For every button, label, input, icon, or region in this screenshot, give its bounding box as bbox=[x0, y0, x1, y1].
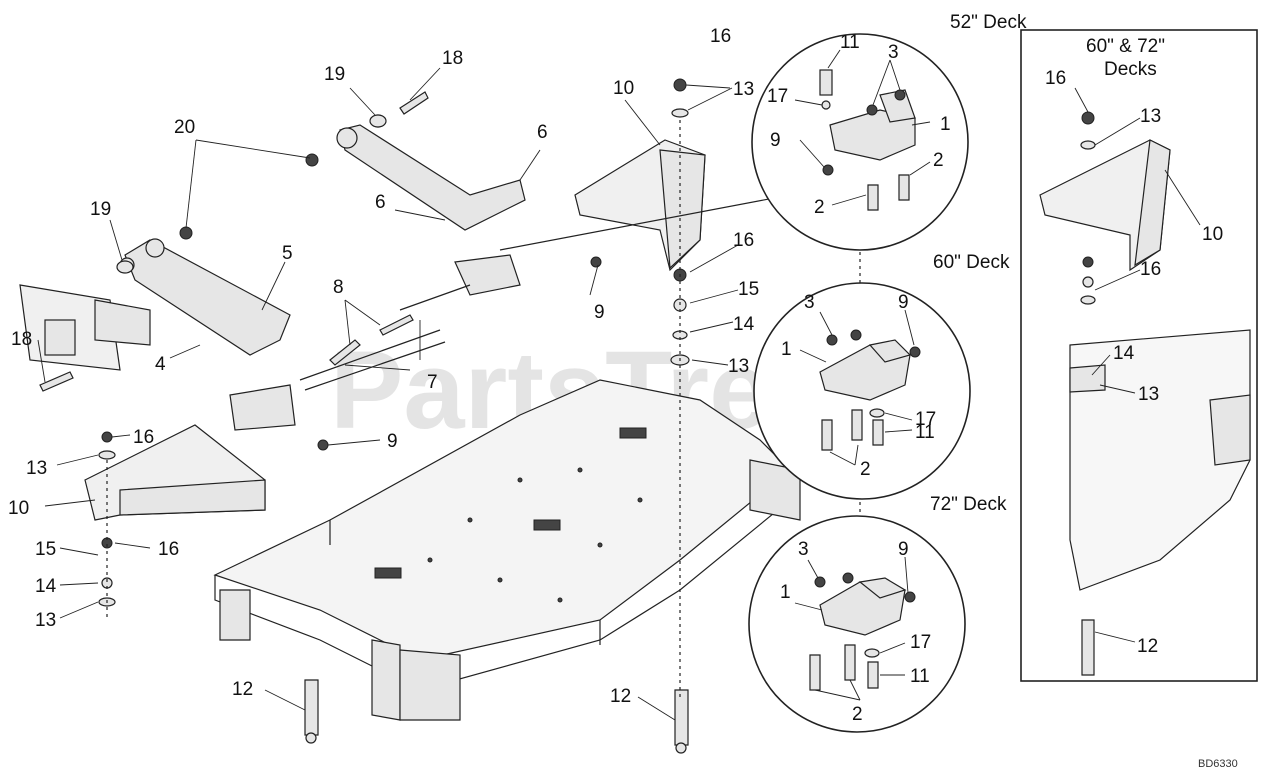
callout-panel-16-top: 16 bbox=[1045, 68, 1066, 89]
inset-60-deck bbox=[753, 282, 971, 500]
callout-52-9: 9 bbox=[770, 130, 781, 151]
callout-60-9: 9 bbox=[898, 292, 909, 313]
callout-16-left: 16 bbox=[133, 427, 154, 448]
callout-9-left: 9 bbox=[387, 431, 398, 452]
callout-52-11: 11 bbox=[840, 32, 860, 53]
callout-14-left: 14 bbox=[35, 576, 57, 597]
callout-72-17: 17 bbox=[910, 632, 931, 653]
callout-60-3: 3 bbox=[804, 292, 815, 313]
callout-52-2-left: 2 bbox=[814, 197, 825, 218]
callout-panel-16-mid: 16 bbox=[1140, 259, 1161, 280]
callout-7: 7 bbox=[427, 372, 438, 393]
deck-60-size-label: 60" Deck bbox=[933, 252, 1010, 273]
deflector-shield-center bbox=[574, 139, 706, 272]
callout-4: 4 bbox=[155, 354, 166, 375]
callout-52-2-right: 2 bbox=[933, 150, 944, 171]
callout-18-lower: 18 bbox=[11, 329, 32, 350]
callout-16-left-lower: 16 bbox=[158, 539, 179, 560]
callout-labels: 20 19 18 19 18 5 4 6 6 8 7 9 9 10 16 13 … bbox=[8, 26, 759, 707]
inset-labels: 52" Deck 60" Deck 72" Deck 11 3 17 1 9 2… bbox=[767, 12, 1223, 725]
callout-13-top: 13 bbox=[733, 79, 754, 100]
callout-60-2: 2 bbox=[860, 459, 871, 480]
callout-60-11: 11 bbox=[915, 422, 935, 443]
callout-panel-13-top: 13 bbox=[1140, 106, 1161, 127]
callout-72-2: 2 bbox=[852, 704, 863, 725]
lift-arm-lower bbox=[119, 238, 291, 356]
callout-19-upper: 19 bbox=[324, 64, 345, 85]
callout-72-9: 9 bbox=[898, 539, 909, 560]
callout-72-11: 11 bbox=[910, 666, 930, 687]
inset-72-deck bbox=[748, 515, 966, 733]
callout-14-center: 14 bbox=[733, 314, 755, 335]
decks-60-72-label-line1: 60" & 72" bbox=[1086, 36, 1165, 57]
callout-5: 5 bbox=[282, 243, 293, 264]
callout-panel-10: 10 bbox=[1202, 224, 1223, 245]
callout-13-center: 13 bbox=[728, 356, 749, 377]
deck-72-size-label: 72" Deck bbox=[930, 494, 1007, 515]
callout-18-upper: 18 bbox=[442, 48, 463, 69]
callout-9-center: 9 bbox=[594, 302, 605, 323]
inset-52-deck bbox=[751, 33, 969, 251]
mower-deck bbox=[213, 379, 801, 721]
callout-panel-13-mid: 13 bbox=[1138, 384, 1159, 405]
frame-bracket bbox=[19, 284, 151, 371]
callout-52-3: 3 bbox=[888, 42, 899, 63]
callout-13-left-lower: 13 bbox=[35, 610, 56, 631]
callout-60-17: 17 bbox=[915, 409, 936, 430]
decks-60-72-label-line2: Decks bbox=[1104, 59, 1157, 80]
callout-8: 8 bbox=[333, 277, 344, 298]
callout-19-lower: 19 bbox=[90, 199, 111, 220]
callout-6-left: 6 bbox=[375, 192, 386, 213]
callout-10-left: 10 bbox=[8, 498, 29, 519]
callout-52-17: 17 bbox=[767, 86, 788, 107]
callout-10-center: 10 bbox=[613, 78, 634, 99]
drawing-code: BD6330 bbox=[1198, 758, 1238, 769]
callout-72-3: 3 bbox=[798, 539, 809, 560]
callout-6-right: 6 bbox=[537, 122, 548, 143]
lift-arm-upper bbox=[336, 114, 526, 231]
callout-panel-12: 12 bbox=[1137, 636, 1158, 657]
panel-60-72-decks bbox=[1020, 29, 1258, 682]
pivot-bracket bbox=[229, 254, 521, 431]
callout-12-center: 12 bbox=[610, 686, 631, 707]
deflector-shield-left bbox=[84, 424, 266, 521]
callout-72-1: 1 bbox=[780, 582, 791, 603]
callout-15-center: 15 bbox=[738, 279, 759, 300]
callout-60-1: 1 bbox=[781, 339, 792, 360]
callout-16-center: 16 bbox=[733, 230, 754, 251]
callout-13-left: 13 bbox=[26, 458, 47, 479]
callout-15-left: 15 bbox=[35, 539, 56, 560]
callout-20: 20 bbox=[174, 117, 195, 138]
callout-16-top: 16 bbox=[710, 26, 731, 47]
leader-lines bbox=[37, 67, 739, 721]
hardware bbox=[39, 78, 690, 754]
inset-leader-line bbox=[499, 194, 791, 251]
callout-panel-14: 14 bbox=[1113, 343, 1135, 364]
callout-12-left: 12 bbox=[232, 679, 253, 700]
deck-52-size-label: 52" Deck bbox=[950, 12, 1027, 33]
callout-52-1: 1 bbox=[940, 114, 951, 135]
